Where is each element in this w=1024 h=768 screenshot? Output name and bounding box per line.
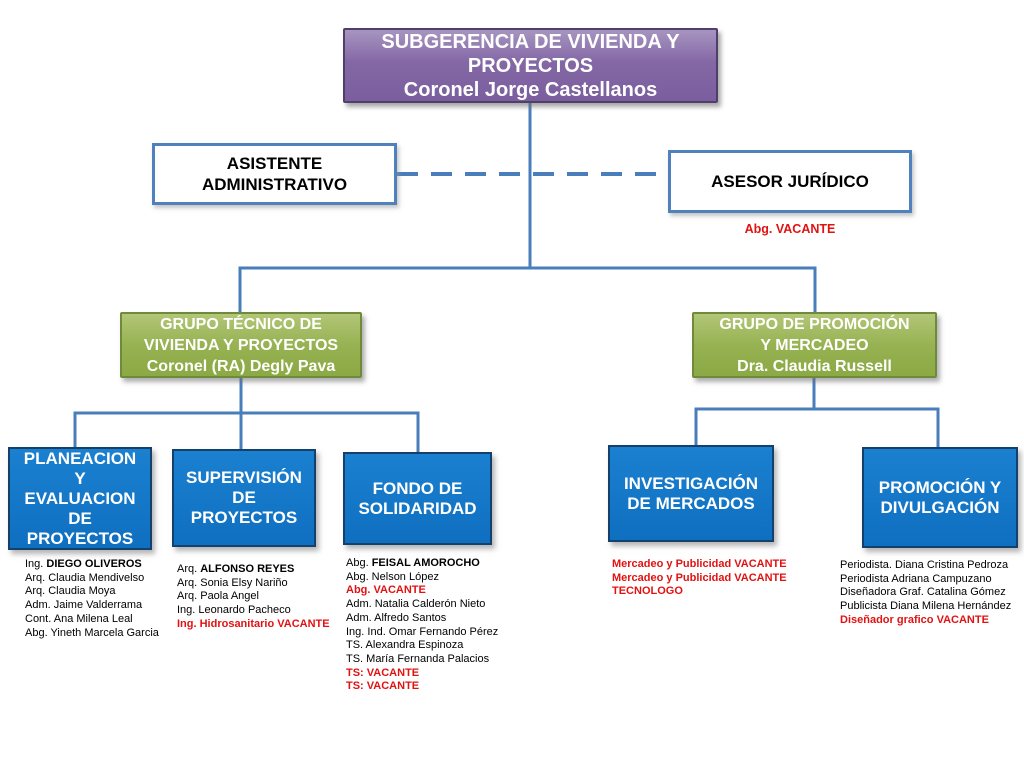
member-item: Adm. Natalia Calderón Nieto: [346, 598, 486, 611]
dept-planeacion: PLANEACION Y EVALUACION DE PROYECTOS Ing…: [8, 447, 159, 639]
dept-promocion-divulgacion: PROMOCIÓN Y DIVULGACIÓN Periodista. Dian…: [840, 447, 1018, 626]
member-item: Arq. Sonia Elsy Nariño: [177, 576, 288, 589]
member-item: Arq. Claudia Mendivelso: [25, 571, 145, 584]
dept-title: INVESTIGACIÓN DE MERCADOS: [623, 473, 759, 513]
member-item-vacant: Abg. VACANTE: [346, 584, 426, 597]
member-item: Publicista Diana Milena Hernández: [840, 600, 1012, 613]
connector-marketing-to-depts: [694, 378, 940, 447]
member-item-vacant: Diseñador grafico VACANTE: [840, 613, 989, 626]
dept-title: PROMOCIÓN Y DIVULGACIÓN: [878, 477, 1002, 517]
member-item: Abg. FEISAL AMOROCHO: [346, 557, 480, 569]
group-technical-person: Coronel (RA) Degly Pava: [146, 357, 336, 375]
connector-root-to-groups: [238, 103, 817, 312]
connector-technical-to-depts: [73, 378, 420, 452]
member-item: TS. María Fernanda Palacios: [346, 652, 490, 665]
member-item: Adm. Alfredo Santos: [346, 611, 447, 624]
dept-title: FONDO DE SOLIDARIDAD: [358, 478, 477, 518]
member-item: Abg. Nelson López: [346, 570, 439, 583]
assistant-label: ASISTENTE ADMINISTRATIVO: [201, 154, 348, 194]
group-technical-title: GRUPO TÉCNICO DE VIVIENDA Y PROYECTOS: [143, 315, 339, 354]
member-item: Diseñadora Graf. Catalina Gómez: [840, 586, 1006, 599]
node-promocion-divulgacion: PROMOCIÓN Y DIVULGACIÓN: [862, 447, 1018, 548]
member-item: Ing. Leonardo Pacheco: [177, 604, 291, 617]
advisor-vacancy-note: Abg. VACANTE: [744, 222, 836, 236]
member-item: TS. Alexandra Espinoza: [346, 639, 464, 652]
member-item-vacant: TS: VACANTE: [346, 666, 420, 679]
member-item: Arq. ALFONSO REYES: [177, 563, 295, 575]
group-marketing-person: Dra. Claudia Russell: [737, 357, 892, 375]
node-asistente-administrativo: ASISTENTE ADMINISTRATIVO: [152, 143, 397, 205]
member-item: Arq. Claudia Moya: [25, 585, 116, 598]
root-person: Coronel Jorge Castellanos: [403, 78, 658, 101]
member-item-vacant: Mercadeo y Publicidad VACANTE: [612, 558, 787, 570]
advisor-label: ASESOR JURÍDICO: [711, 172, 869, 191]
node-subgerencia: SUBGERENCIA DE VIVIENDA Y PROYECTOS Coro…: [343, 28, 718, 103]
node-fondo-solidaridad: FONDO DE SOLIDARIDAD: [343, 452, 492, 545]
member-item: Ing. Ind. Omar Fernando Pérez: [346, 625, 499, 638]
member-item-vacant: Mercadeo y Publicidad VACANTE: [612, 571, 787, 584]
member-item-vacant: TS: VACANTE: [346, 680, 420, 693]
member-item-vacant: Ing. Hidrosanitario VACANTE: [177, 617, 330, 630]
dept-title: SUPERVISIÓN DE PROYECTOS: [186, 468, 302, 527]
dept-investigacion-mercados: INVESTIGACIÓN DE MERCADOS Mercadeo y Pub…: [608, 445, 787, 597]
root-title: SUBGERENCIA DE VIVIENDA Y PROYECTOS: [381, 30, 680, 77]
node-planeacion-evaluacion: PLANEACION Y EVALUACION DE PROYECTOS: [8, 447, 152, 550]
node-grupo-tecnico: GRUPO TÉCNICO DE VIVIENDA Y PROYECTOS Co…: [120, 312, 362, 378]
member-item: Periodista Adriana Campuzano: [840, 572, 992, 585]
member-item: Ing. DIEGO OLIVEROS: [25, 558, 142, 570]
member-item: Abg. Yineth Marcela Garcia: [25, 626, 159, 639]
dept-fondo-solidaridad: FONDO DE SOLIDARIDAD Abg. FEISAL AMOROCH…: [343, 452, 498, 692]
member-item-vacant: TECNOLOGO: [612, 585, 683, 598]
dept-supervision: SUPERVISIÓN DE PROYECTOS Arq. ALFONSO RE…: [172, 449, 330, 630]
member-item: Periodista. Diana Cristina Pedroza: [840, 559, 1009, 571]
node-investigacion-mercados: INVESTIGACIÓN DE MERCADOS: [608, 445, 774, 542]
node-supervision-proyectos: SUPERVISIÓN DE PROYECTOS: [172, 449, 316, 547]
dept-title: PLANEACION Y EVALUACION DE PROYECTOS: [23, 448, 137, 548]
member-item: Arq. Paola Angel: [177, 590, 259, 603]
member-item: Adm. Jaime Valderrama: [25, 599, 143, 612]
node-asesor-juridico: ASESOR JURÍDICO: [668, 150, 912, 213]
node-grupo-promocion: GRUPO DE PROMOCIÓN Y MERCADEO Dra. Claud…: [692, 312, 937, 378]
group-marketing-title: GRUPO DE PROMOCIÓN Y MERCADEO: [719, 315, 910, 354]
member-item: Cont. Ana Milena Leal: [25, 612, 133, 625]
